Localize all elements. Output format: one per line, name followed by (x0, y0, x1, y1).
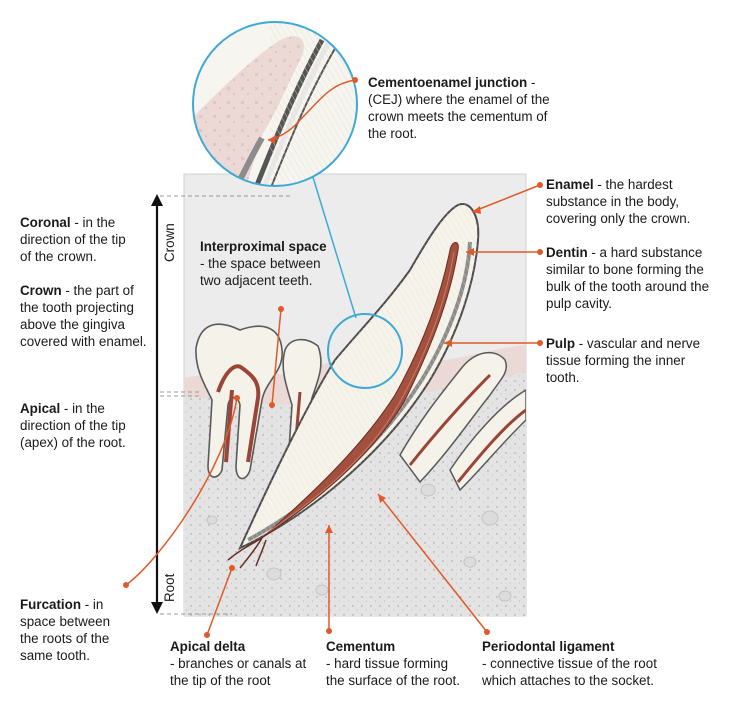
callout-cej (267, 79, 356, 141)
coronal-label: Coronal - in the direction of the tip of… (20, 214, 138, 265)
cej-zoom-inset (192, 21, 358, 319)
callout-apical-delta (206, 567, 233, 636)
callout-enamel (471, 184, 541, 213)
apical-delta-label: Apical delta - branches or canals at the … (170, 638, 310, 689)
cej-zoom-marker (327, 313, 403, 389)
canine-tooth (227, 203, 480, 569)
root-axis-label: Root (162, 573, 177, 602)
direction-axis (151, 194, 292, 615)
furcation-label: Furcation - in space between the roots o… (20, 596, 132, 664)
enamel-term: Enamel (546, 177, 594, 192)
crown-term: Crown (20, 283, 62, 298)
dentin-term: Dentin (546, 245, 588, 260)
apical-term: Apical (20, 401, 61, 416)
enamel-label: Enamel - the hardest substance in the bo… (546, 176, 716, 227)
left-tooth (195, 323, 283, 480)
right-teeth (399, 351, 526, 492)
cej-label: Cementoenamel junction - (CEJ) where the… (368, 74, 558, 142)
apical-delta-desc: - branches or canals at the tip of the r… (170, 656, 307, 688)
cementum-term: Cementum (326, 639, 396, 654)
cross-section-panel (183, 173, 527, 617)
interproximal-term: Interproximal space (200, 239, 327, 254)
pulp-desc: - vascular and nerve tissue forming the … (546, 336, 701, 385)
cementum-desc: - hard tissue forming the surface of the… (326, 656, 460, 688)
callout-periodontal (377, 493, 488, 633)
callout-lines (125, 79, 541, 636)
callout-dots (123, 77, 543, 638)
periodontal-label: Periodontal ligament - connective tissue … (482, 638, 664, 689)
dentin-desc: - a hard substance similar to bone formi… (546, 245, 710, 311)
periodontal-term: Periodontal ligament (482, 639, 615, 654)
coronal-term: Coronal (20, 215, 71, 230)
furcation-term: Furcation (20, 597, 82, 612)
interproximal-label: Interproximal space - the space between … (200, 238, 328, 289)
crown-axis-label: Crown (162, 223, 177, 262)
pulp-term: Pulp (546, 336, 576, 351)
pulp-canal (261, 242, 459, 539)
interproximal-desc: - the space between two adjacent teeth. (200, 256, 321, 288)
pulp-label: Pulp - vascular and nerve tissue forming… (546, 335, 716, 386)
periodontal-desc: - connective tissue of the root which at… (482, 656, 657, 688)
apical-delta-term: Apical delta (170, 639, 246, 654)
coronal-desc: - in the direction of the tip of the cro… (20, 215, 126, 264)
furcation-desc: - in space between the roots of the same… (20, 597, 111, 663)
enamel-desc: - the hardest substance in the body, cov… (546, 177, 691, 226)
cej-term: Cementoenamel junction (368, 75, 528, 90)
cej-desc: - (CEJ) where the enamel of the crown me… (368, 75, 550, 141)
callout-interproximal (271, 308, 282, 406)
crown-desc: - the part of the tooth projecting above… (20, 283, 147, 349)
crown-label: Crown - the part of the tooth projecting… (20, 282, 148, 350)
callout-furcation (125, 397, 238, 586)
dentin-label: Dentin - a hard substance similar to bon… (546, 244, 722, 312)
apical-label: Apical - in the direction of the tip (ap… (20, 400, 142, 451)
apical-desc: - in the direction of the tip (apex) of … (20, 401, 126, 450)
cementum-label: Cementum - hard tissue forming the surfac… (326, 638, 466, 689)
